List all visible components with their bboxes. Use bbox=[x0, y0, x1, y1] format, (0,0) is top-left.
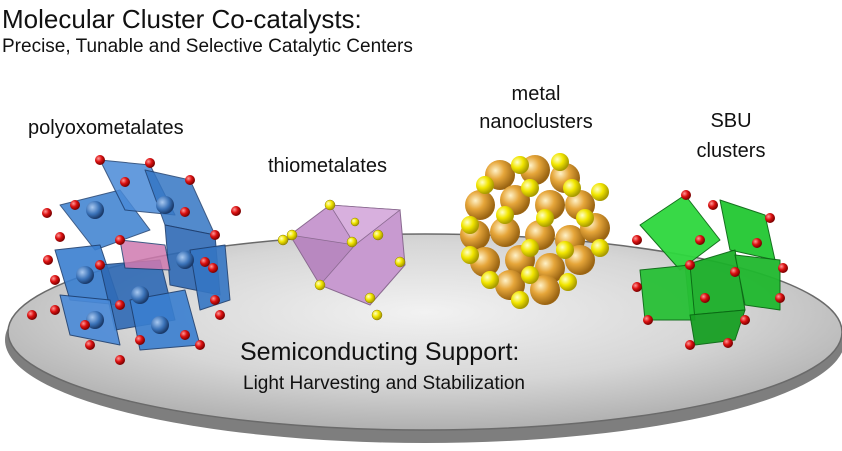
sulfur-atom bbox=[563, 179, 581, 197]
sulfur-atom bbox=[481, 271, 499, 289]
sbu-clusters-label-line1: SBU bbox=[710, 110, 752, 132]
metal-nanoclusters-label-line2: nanoclusters bbox=[479, 111, 593, 133]
sulfur-atom bbox=[551, 153, 569, 171]
support-title: Semiconducting Support: bbox=[240, 338, 520, 366]
sulfur-atom bbox=[536, 209, 554, 227]
gold-atom bbox=[465, 190, 495, 220]
metal-nanoclusters-label: metal nanoclusters bbox=[450, 80, 622, 136]
sulfur-atom bbox=[511, 291, 529, 309]
sulfur-atom bbox=[521, 239, 539, 257]
main-subtitle: Precise, Tunable and Selective Catalytic… bbox=[2, 36, 413, 57]
sulfur-atom bbox=[591, 239, 609, 257]
sulfur-atom bbox=[511, 156, 529, 174]
sulfur-atom bbox=[559, 273, 577, 291]
polyoxometalates-label: polyoxometalates bbox=[28, 117, 184, 139]
thiometalate-cluster bbox=[277, 199, 406, 321]
polyoxometalate-cluster bbox=[27, 155, 241, 365]
sulfur-atom bbox=[576, 209, 594, 227]
gold-atom bbox=[530, 275, 560, 305]
sulfur-atom bbox=[556, 241, 574, 259]
sulfur-atom bbox=[521, 266, 539, 284]
sulfur-atom bbox=[496, 206, 514, 224]
sbu-clusters-label: SBU clusters bbox=[672, 106, 790, 166]
sbu-cluster bbox=[632, 190, 788, 350]
sbu-clusters-label-line2: clusters bbox=[696, 140, 766, 162]
sulfur-atom bbox=[461, 216, 479, 234]
metal-nanocluster bbox=[460, 153, 610, 309]
sulfur-atom bbox=[521, 179, 539, 197]
metal-nanoclusters-label-line1: metal bbox=[511, 83, 561, 105]
main-title: Molecular Cluster Co-catalysts: bbox=[2, 4, 362, 34]
thiometalates-label: thiometalates bbox=[268, 155, 387, 177]
sulfur-atom bbox=[461, 246, 479, 264]
support-subtitle: Light Harvesting and Stabilization bbox=[243, 373, 526, 394]
sulfur-atom bbox=[476, 176, 494, 194]
sulfur-atom bbox=[591, 183, 609, 201]
gold-atom bbox=[490, 217, 520, 247]
